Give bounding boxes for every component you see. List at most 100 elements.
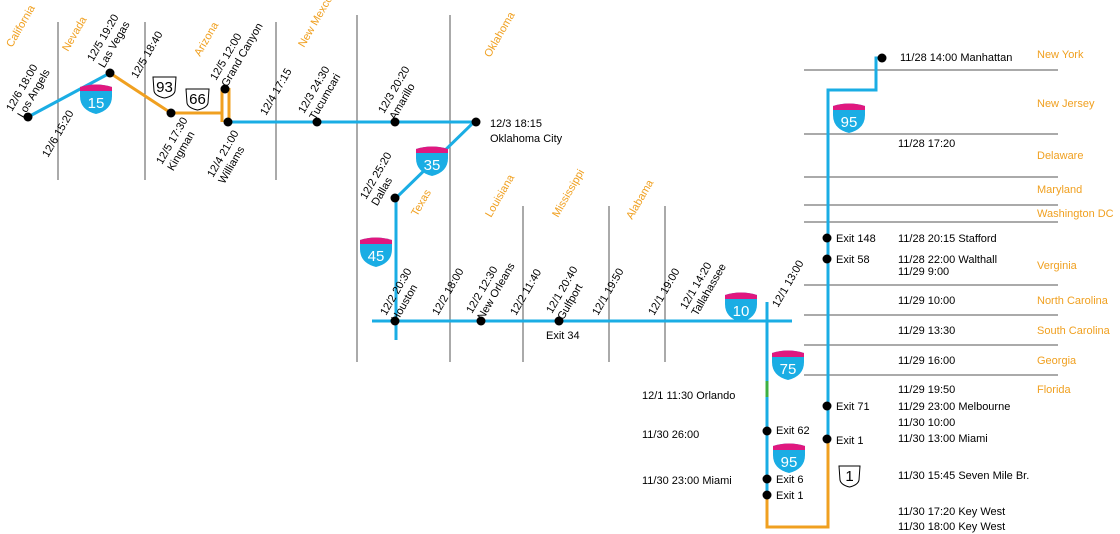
- stop-exit62[interactable]: [762, 426, 772, 436]
- route-us1: [765, 440, 830, 529]
- stop-houston[interactable]: [390, 316, 400, 326]
- stop-stafford[interactable]: [822, 233, 832, 243]
- label-fl-mid: 11/30 10:00: [898, 417, 955, 429]
- route-i15: [27, 71, 111, 119]
- label-exit62: Exit 62: [776, 425, 810, 437]
- state-label-washington-dc: Washington DC: [1037, 208, 1114, 220]
- shield-i75: 75: [772, 350, 804, 380]
- shield-i95-south: 95: [773, 443, 805, 473]
- west-state-dividers: [57, 15, 666, 362]
- label-nc: 11/29 10:00: [898, 295, 955, 307]
- label-melbourne: 11/29 23:00 Melbourne: [898, 401, 1010, 413]
- stop-dallas[interactable]: [390, 193, 400, 203]
- state-label-georgia: Georgia: [1037, 355, 1077, 367]
- label-az-border: 12/5 18:40: [129, 29, 165, 80]
- label-walthall-2: 11/29 9:00: [898, 266, 949, 278]
- shield-number: 95: [781, 454, 798, 471]
- interstate-shield-icon: [725, 292, 757, 322]
- label-ga: 11/29 16:00: [898, 355, 955, 367]
- state-label-new-york: New York: [1037, 49, 1084, 61]
- state-label-south-carolina: South Carolina: [1037, 325, 1111, 337]
- stop-miami[interactable]: [822, 434, 832, 444]
- shield-number: 10: [733, 303, 750, 320]
- stop-manhattan[interactable]: [877, 53, 887, 63]
- label-los-angeles: 12/6 18:00Los Angels: [4, 60, 53, 120]
- state-label-louisiana: Louisiana: [483, 172, 517, 220]
- label-gulfport: 12/1 20:40Gulfport: [544, 264, 592, 322]
- label-las-vegas: 12/5 19:20Las Vegas: [85, 12, 133, 70]
- interstate-shield-icon: [772, 350, 804, 380]
- shield-i35: 35: [416, 146, 448, 176]
- label-oklahoma-city-time: 12/3 18:15: [490, 118, 542, 130]
- interstate-shield-icon: [773, 443, 805, 473]
- state-label-florida: Florida: [1037, 384, 1072, 396]
- stop-tucumcari[interactable]: [312, 117, 322, 127]
- label-la-border: 12/2 18:00: [430, 266, 466, 317]
- shield-number: 95: [841, 114, 858, 131]
- shield-us1: 1: [838, 465, 861, 488]
- state-label-oklahoma: Oklahoma: [482, 9, 518, 59]
- interstate-shield-icon: [416, 146, 448, 176]
- stop-gulfport[interactable]: [554, 316, 564, 326]
- label-exit1: Exit 1: [776, 490, 804, 502]
- state-label-virginia: Verginia: [1037, 260, 1078, 272]
- stop-dots: [23, 53, 887, 500]
- shield-number: 66: [189, 91, 206, 108]
- state-label-nevada: Nevada: [60, 14, 90, 54]
- label-al-border: 12/1 19:50: [590, 266, 626, 317]
- label-walthall-1: 11/28 22:00 Walthall: [898, 254, 997, 266]
- stop-walthall[interactable]: [822, 254, 832, 264]
- stop-new-orleans[interactable]: [476, 316, 486, 326]
- stop-amarillo[interactable]: [390, 117, 400, 127]
- shield-number: 45: [368, 248, 385, 265]
- shield-number: 1: [845, 468, 853, 485]
- stop-exit6[interactable]: [762, 474, 772, 484]
- stop-grand-canyon[interactable]: [220, 84, 230, 94]
- label-tucumcari: 12/3 24:30Tucumcari: [296, 64, 344, 122]
- label-key-west-2: 11/30 18:00 Key West: [898, 521, 1005, 533]
- shield-us93: 93: [152, 76, 177, 99]
- label-manhattan: 11/28 14:00 Manhattan: [900, 52, 1012, 64]
- state-label-alabama: Alabama: [624, 177, 657, 221]
- shield-i95-north: 95: [833, 103, 865, 133]
- label-nj-de: 11/28 17:20: [898, 138, 955, 150]
- label-miami-exit: Exit 1: [836, 435, 864, 447]
- stop-oklahoma-city[interactable]: [471, 117, 481, 127]
- stop-kingman[interactable]: [166, 108, 176, 118]
- label-sc: 11/29 13:30: [898, 325, 955, 337]
- label-fl-border: 12/1 19:00: [646, 266, 682, 317]
- state-label-mississippi: Mississippi: [550, 167, 587, 219]
- us-route-shield-icon: [838, 465, 861, 488]
- stop-melbourne[interactable]: [822, 401, 832, 411]
- stop-los-angeles[interactable]: [23, 112, 33, 122]
- us-route-shield-icon: [185, 88, 210, 111]
- state-label-north-carolina: North Carolina: [1037, 295, 1109, 307]
- label-orlando: 12/1 11:30 Orlando: [642, 390, 735, 402]
- state-label-texas: Texas: [409, 187, 434, 218]
- shield-i10: 10: [725, 292, 757, 322]
- label-i75-junction: 12/1 13:00: [770, 258, 806, 309]
- label-tallahassee: 12/1 14:20Tallahassee: [678, 255, 729, 318]
- state-label-new-jersey: New Jersey: [1037, 98, 1095, 110]
- label-seven-mile: 11/30 15:45 Seven Mile Br.: [898, 470, 1029, 482]
- state-label-new-mexico: New Mexco: [296, 0, 335, 50]
- state-label-california: California: [4, 2, 38, 49]
- label-williams: 12/4 21:00Williams: [205, 128, 253, 186]
- label-houston: 12/2 20:30Houston: [378, 266, 426, 324]
- state-label-maryland: Maryland: [1037, 184, 1082, 196]
- label-gulfport-exit: Exit 34: [546, 330, 580, 342]
- stop-williams[interactable]: [223, 117, 233, 127]
- stop-las-vegas[interactable]: [105, 68, 115, 78]
- label-exit6: Exit 6: [776, 474, 804, 486]
- east-state-dividers: [804, 69, 1058, 376]
- label-walthall-exit: Exit 58: [836, 254, 870, 266]
- shield-i45: 45: [360, 237, 392, 267]
- label-kingman: 12/5 17:30Kingman: [154, 115, 202, 173]
- east-stop-labels: 11/28 14:00 Manhattan 11/28 17:20 Exit 1…: [836, 52, 1029, 533]
- east-state-labels: New York New Jersey Delaware Maryland Wa…: [1037, 49, 1114, 396]
- interstate-shield-icon: [80, 84, 112, 114]
- state-label-arizona: Arizona: [192, 19, 221, 58]
- stop-exit1[interactable]: [762, 490, 772, 500]
- label-miami-return: 11/30 23:00 Miami: [642, 475, 732, 487]
